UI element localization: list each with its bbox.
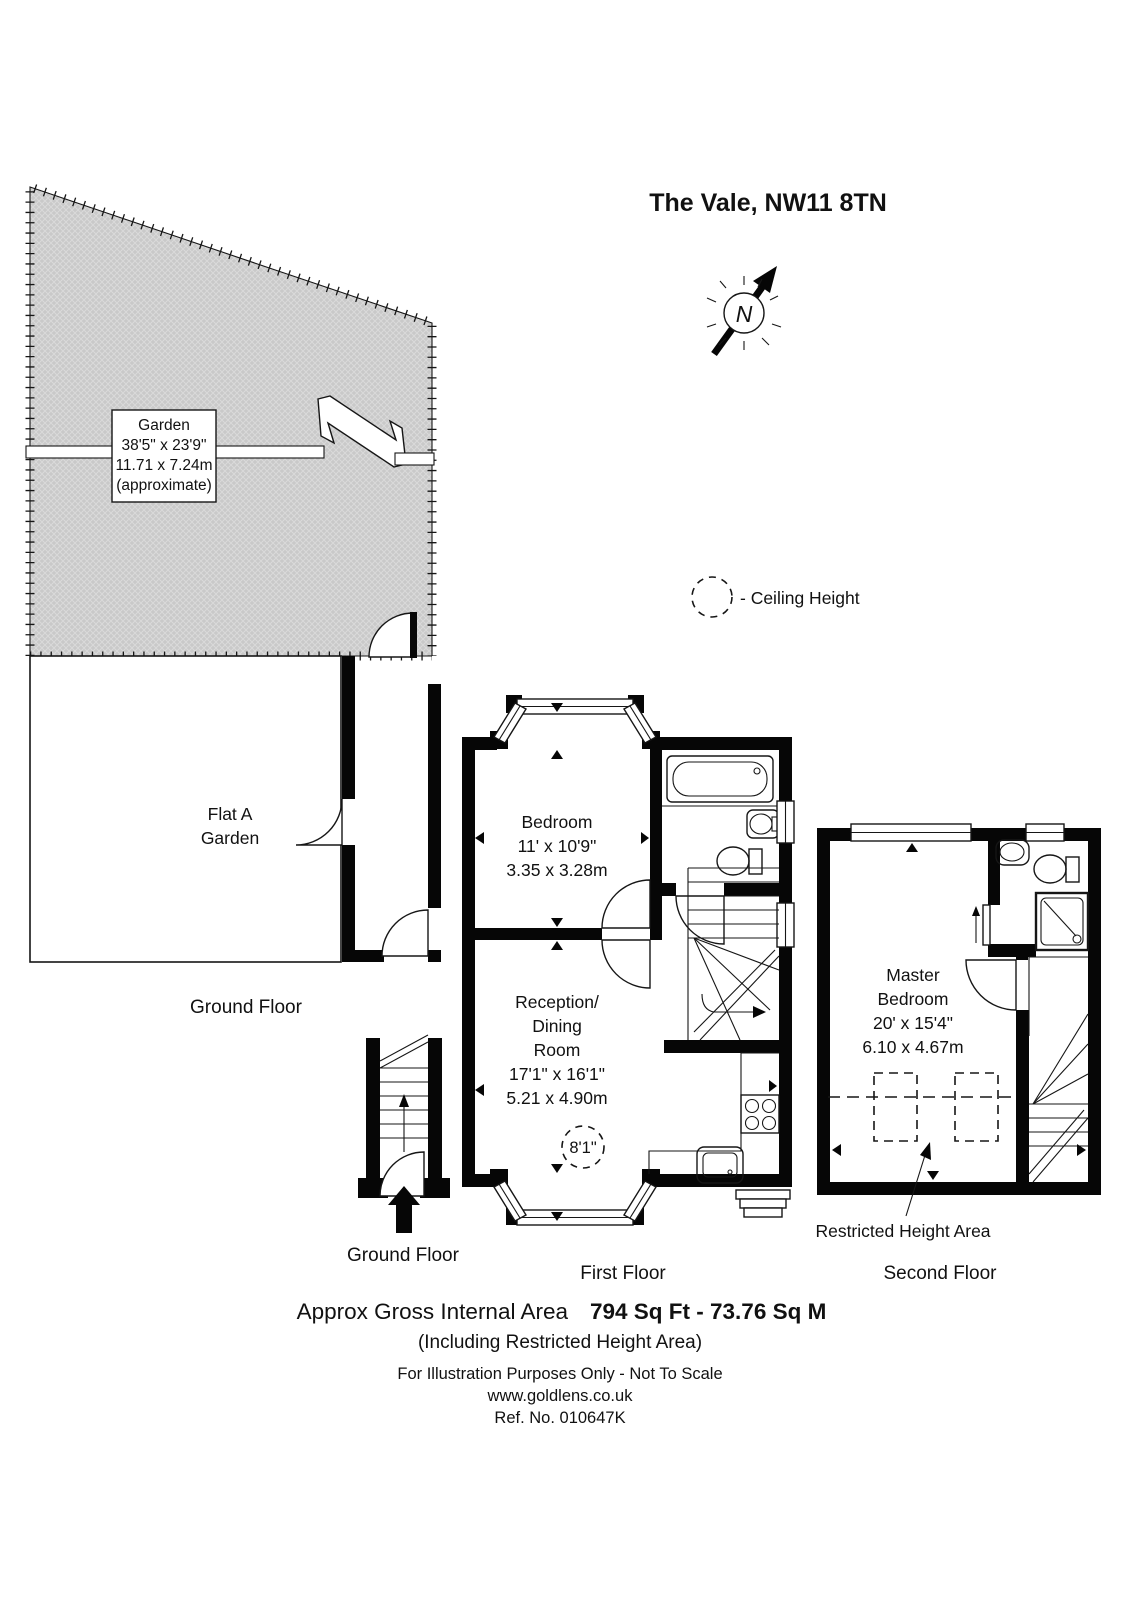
footer-area-value: 794 Sq Ft - 73.76 Sq M [590,1299,826,1324]
master-imperial: 20' x 15'4" [873,1013,953,1033]
second-floor-label: Second Floor [883,1263,997,1284]
passage-door-garden [295,798,343,846]
ceiling-height-circle [561,1125,605,1169]
side-passage [295,612,441,962]
entry-arrow-icon [388,1186,420,1205]
footer-including: (Including Restricted Height Area) [418,1332,702,1353]
ff-sink-icon [746,809,780,839]
sf-lobby-door [965,959,1017,1011]
legend-circle-icon [691,576,733,618]
north-arrow-icon: N [706,266,782,357]
footer-area-label: Approx Gross Internal Area [297,1299,569,1324]
sf-stairs [1028,956,1089,1183]
reception-door [601,939,651,989]
flat-a-label-2: Garden [201,828,259,848]
kitchen-sink-icon [696,1146,744,1184]
reception-name-2: Dining [532,1016,582,1036]
restricted-height-label: Restricted Height Area [815,1221,990,1241]
ground-floor-label-entrance: Ground Floor [347,1245,460,1266]
reception-name-3: Room [534,1040,581,1060]
reception-metric: 5.21 x 4.90m [506,1088,607,1108]
restricted-height-area [828,1072,1014,1142]
footer-disclaimer: For Illustration Purposes Only - Not To … [397,1365,722,1383]
ceiling-height-legend: - Ceiling Height [691,576,860,618]
garden-name: Garden [138,417,190,434]
ff-stairs [687,867,780,1041]
shower-icon [1034,891,1090,952]
bathroom-door [675,895,725,945]
master-name-2: Bedroom [877,989,948,1009]
ground-floor-label-left: Ground Floor [190,997,303,1018]
bathtub-icon [666,755,774,803]
entrance-stairs [358,1034,450,1233]
ff-dimension-arrows [475,703,777,1221]
garden-approximate: (approximate) [116,477,212,494]
sf-dimension-arrows [832,843,1086,1180]
reception-imperial: 17'1" x 16'1" [509,1064,605,1084]
first-floor-plan: Bedroom 11' x 10'9" 3.35 x 3.28m Recepti… [462,695,795,1226]
garden-label-box [111,409,217,503]
footer-website: www.goldlens.co.uk [487,1387,634,1405]
garden-area: Garden 38'5" x 23'9" 11.71 x 7.24m (appr… [25,180,437,661]
north-label: N [736,301,753,327]
page-title: The Vale, NW11 8TN [649,189,887,217]
footer-reference: Ref. No. 010647K [494,1409,625,1427]
legend-label: - Ceiling Height [740,588,860,608]
bedroom-name: Bedroom [521,812,592,832]
bedroom-metric: 3.35 x 3.28m [506,860,607,880]
flat-a-label-1: Flat A [208,804,253,824]
bay-window-top [490,695,660,749]
garden-size-imperial: 38'5" x 23'9" [121,437,206,454]
flat-a-garden: Flat A Garden [29,655,342,963]
kitchen-counter [648,1052,791,1218]
first-floor-label: First Floor [580,1263,666,1284]
ceiling-height-value: 8'1" [569,1139,597,1157]
garden-steps [735,1189,791,1200]
bedroom-imperial: 11' x 10'9" [518,836,597,856]
sf-toilet-icon [1033,854,1080,884]
entrance-door [379,1151,425,1197]
reception-name-1: Reception/ [515,992,599,1012]
hob-icon [740,1094,780,1134]
bay-window-bottom [490,1169,660,1226]
garden-door [368,612,414,658]
sf-sink-icon [995,839,1030,866]
bedroom-door [601,879,651,929]
master-metric: 6.10 x 4.67m [862,1037,963,1057]
passage-door-lower [381,909,429,957]
footer: Approx Gross Internal Area 794 Sq Ft - 7… [297,1299,827,1427]
master-name-1: Master [886,965,940,985]
ff-toilet-icon [716,846,763,876]
second-floor-plan: Master Bedroom 20' x 15'4" 6.10 x 4.67m … [815,823,1101,1241]
garden-size-metric: 11.71 x 7.24m [115,457,212,474]
